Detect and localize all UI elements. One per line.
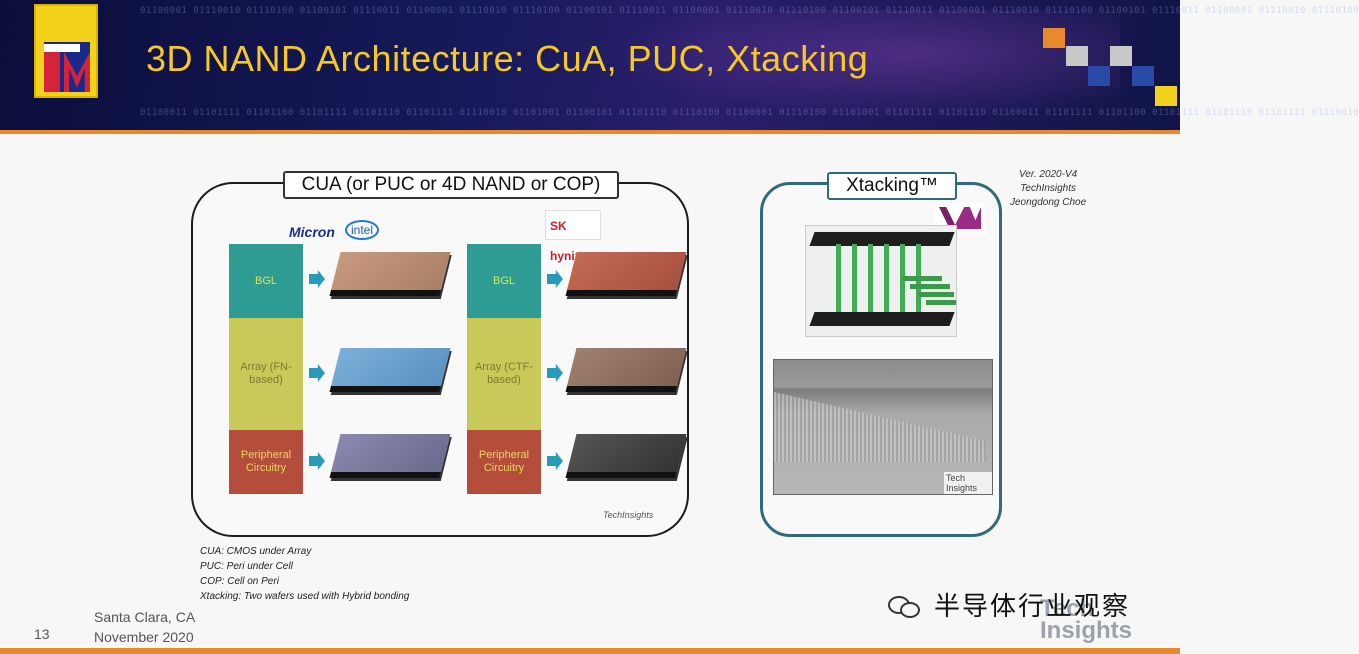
arrow-icon <box>547 364 563 382</box>
fms-logo <box>34 4 98 98</box>
wechat-icon <box>884 588 926 622</box>
credit-org: TechInsights <box>1020 183 1076 194</box>
bl-layer: BGL <box>229 244 303 318</box>
header-rule <box>0 130 1180 134</box>
cua-panel-title: CUA (or PUC or 4D NAND or COP) <box>283 171 619 199</box>
header-banner: 01100001 01110010 01110100 01100101 0111… <box>0 0 1359 130</box>
arrow-icon <box>309 270 325 288</box>
version-credit: Ver. 2020-V4 TechInsights Jeongdong Choe <box>1010 168 1086 210</box>
deco-square <box>1132 66 1154 86</box>
arrow-icon <box>309 364 325 382</box>
bl-layer: BGL <box>467 244 541 318</box>
die-plate-peri <box>565 434 687 478</box>
credit-author: Jeongdong Choe <box>1010 197 1087 208</box>
array-layer: Array (CTF-based) <box>467 318 541 430</box>
techinsights-credit: TechInsights <box>603 510 654 520</box>
techinsights-logo: Tech Insights <box>1040 595 1133 644</box>
slide-title: 3D NAND Architecture: CuA, PUC, Xtacking <box>146 38 869 79</box>
die-plate-bl <box>565 252 687 296</box>
location-text: Santa Clara, CA <box>94 609 196 625</box>
arrow-icon <box>547 452 563 470</box>
micron-logo: Micron <box>289 224 335 240</box>
xtacking-panel-title: Xtacking™ <box>827 172 957 200</box>
deco-square <box>1088 66 1110 86</box>
legend-line: PUC: Peri under Cell <box>200 561 293 572</box>
deco-square <box>1110 46 1132 66</box>
sk-hynix-logo: SK hynix <box>545 210 601 263</box>
arrow-icon <box>547 270 563 288</box>
slide-number: 13 <box>34 626 50 642</box>
sem-cross-section: Tech Insights <box>773 359 993 495</box>
banner-glow <box>600 10 1120 120</box>
die-plate-array <box>329 348 451 392</box>
binary-strip-top: 01100001 01110010 01110100 01100101 0111… <box>140 6 1359 16</box>
array-layer: Array (FN-based) <box>229 318 303 430</box>
legend-line: Xtacking: Two wafers used with Hybrid bo… <box>200 591 410 602</box>
legend-line: CUA: CMOS under Array <box>200 546 312 557</box>
micron-cross-section: BGL Array (FN-based) Peripheral Circuitr… <box>229 244 303 494</box>
footer-location: Santa Clara, CA November 2020 <box>94 607 195 647</box>
credit-version: Ver. 2020-V4 <box>1019 169 1078 180</box>
xtacking-panel: Xtacking™ Tech Insights <box>760 172 1002 537</box>
sk-cross-section: BGL Array (CTF-based) Peripheral Circuit… <box>467 244 541 494</box>
sem-tag: Tech Insights <box>944 472 992 494</box>
peri-layer: Peripheral Circuitry <box>229 430 303 494</box>
die-plate-bl <box>329 252 451 296</box>
die-plate-array <box>565 348 687 392</box>
intel-logo: intel <box>345 220 380 240</box>
die-plate-peri <box>329 434 451 478</box>
ti-logo-line: Insights <box>1040 617 1133 644</box>
footer-rule <box>0 648 1180 654</box>
cua-panel: CUA (or PUC or 4D NAND or COP) Micron in… <box>191 171 689 537</box>
peri-layer: Peripheral Circuitry <box>467 430 541 494</box>
deco-square <box>1155 86 1177 106</box>
binary-strip-bottom: 01100011 01101111 01101100 01101111 0110… <box>140 108 1359 118</box>
abbreviation-legend: CUA: CMOS under Array PUC: Peri under Ce… <box>200 544 409 604</box>
watermark: 半导体行业观察 <box>884 586 1130 623</box>
ti-logo-line: Tech <box>1040 595 1095 622</box>
date-text: November 2020 <box>94 629 194 645</box>
legend-line: COP: Cell on Peri <box>200 576 279 587</box>
arrow-icon <box>309 452 325 470</box>
deco-square <box>1043 28 1065 48</box>
xtacking-3d-render <box>805 225 957 337</box>
watermark-text: 半导体行业观察 <box>934 592 1131 622</box>
deco-square <box>1066 46 1088 66</box>
